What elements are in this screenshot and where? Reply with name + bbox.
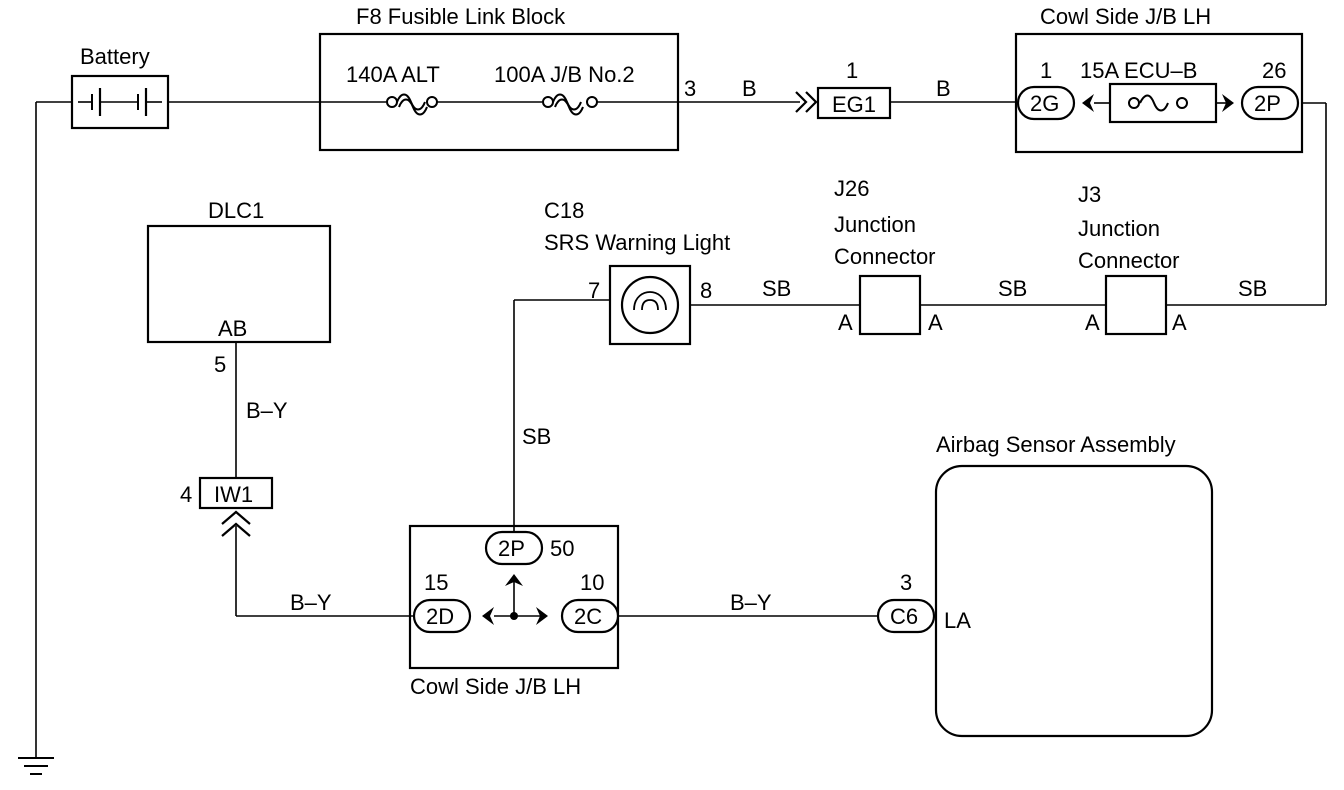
fusible-link-title: F8 Fusible Link Block [356,4,566,29]
dlc1-connector: DLC1 AB 5 [146,198,332,377]
wire-color-sb-4: SB [522,424,551,449]
eg1-box [816,86,892,120]
wire-color-sb-3: SB [762,276,791,301]
fusible-link-100a-icon [542,93,598,116]
j3-line2: Junction [1078,216,1160,241]
cowl-top-fuse-label: 15A ECU–B [1080,58,1197,83]
cowl-top-left-pin: 1 [1040,58,1052,83]
cowl-top-left-arrow-icon [1082,94,1094,112]
wire-color-by-2: B–Y [290,590,332,615]
wire-color-by-3: B–Y [730,590,772,615]
cowl-top-right-connector [1240,85,1300,121]
airbag-title: Airbag Sensor Assembly [936,432,1176,457]
j3-line3: Connector [1078,248,1180,273]
j26-term-left: A [838,310,853,335]
cowl-top-right-pin: 26 [1262,58,1286,83]
cowl-top-left-conn-label: 2G [1030,91,1059,116]
j26-junction-connector: J26 Junction Connector A A [834,176,943,336]
cowl-top-right-arrow-icon [1222,94,1234,112]
j3-box [1104,274,1168,336]
fusible-link-box [318,32,680,152]
eg1-connector: 1 EG1 [816,58,892,120]
fusible-link-140a-icon [386,93,438,116]
c18-pin-left: 7 [588,278,600,303]
warning-lamp-icon [620,275,680,335]
iw1-connector: 4 IW1 [180,476,274,537]
wire-color-b-2: B [936,76,951,101]
cowl-bottom-right-pin: 10 [580,570,604,595]
battery-icon [78,88,162,116]
dlc1-pin: 5 [214,352,226,377]
j3-junction-connector: J3 Junction Connector A A [1078,182,1187,336]
cowl-bottom-left-pin: 15 [424,570,448,595]
cowl-bottom-up-arrow-icon [505,574,523,586]
cowl-bottom-left-connector [412,598,472,634]
cowl-jb-bottom: Cowl Side J/B LH 2P 50 15 2D 10 2C [408,524,620,699]
wire-color-b-1: B [742,76,757,101]
iw1-box [198,476,274,510]
wire-color-by-1: B–Y [246,398,288,423]
fusible-link-pin: 3 [684,76,696,101]
eg1-connector-chevron-icon [795,91,818,113]
cowl-bottom-top-connector [484,530,544,566]
iw1-pin: 4 [180,482,192,507]
fuse-140a-label: 140A ALT [346,62,440,87]
j26-box [858,274,922,336]
iw1-label: IW1 [214,482,253,507]
fusible-link-block: F8 Fusible Link Block 140A ALT 100A J/B … [318,4,696,152]
dlc1-box [146,224,332,344]
j3-term-left: A [1085,310,1100,335]
j26-line2: Junction [834,212,916,237]
airbag-sensor-assembly: Airbag Sensor Assembly 3 C6 LA [876,432,1214,738]
c18-line1: C18 [544,198,584,223]
eg1-label: EG1 [832,92,876,117]
j26-line1: J26 [834,176,869,201]
cowl-jb-bottom-title: Cowl Side J/B LH [410,674,581,699]
cowl-bottom-top-pin: 50 [550,536,574,561]
airbag-box [934,464,1214,738]
battery: Battery [70,44,170,130]
cowl-top-right-conn-label: 2P [1254,91,1281,116]
airbag-terminal: LA [944,608,971,633]
airbag-conn-label: C6 [890,604,918,629]
c18-line2: SRS Warning Light [544,230,730,255]
airbag-pin: 3 [900,570,912,595]
wire-color-sb-1: SB [1238,276,1267,301]
eg1-pin: 1 [846,58,858,83]
cowl-bottom-top-conn-label: 2P [498,536,525,561]
ecu-b-fuse-box [1108,82,1218,124]
iw1-chevron-icon [221,510,251,537]
cowl-bottom-left-conn-label: 2D [426,604,454,629]
j3-line1: J3 [1078,182,1101,207]
battery-label: Battery [80,44,150,69]
airbag-connector [876,598,936,634]
c18-srs-warning-light: C18 SRS Warning Light 7 8 [544,198,730,346]
j26-term-right: A [928,310,943,335]
cowl-bottom-left-arrow-icon [482,607,494,625]
j26-line3: Connector [834,244,936,269]
c18-box [608,264,692,346]
wire-color-sb-2: SB [998,276,1027,301]
cowl-jb-bottom-box [408,524,620,670]
fuse-100a-label: 100A J/B No.2 [494,62,635,87]
cowl-bottom-right-conn-label: 2C [574,604,602,629]
cowl-bottom-right-arrow-icon [536,607,548,625]
cowl-top-left-connector [1016,85,1076,121]
dlc1-terminal: AB [218,316,247,341]
cowl-jb-top-box [1014,32,1304,154]
ecu-b-fuse-icon [1128,94,1188,112]
ground-icon [18,757,54,775]
cowl-jb-top-title: Cowl Side J/B LH [1040,4,1211,29]
j3-term-right: A [1172,310,1187,335]
dlc1-title: DLC1 [208,198,264,223]
c18-pin-right: 8 [700,278,712,303]
cowl-jb-top: Cowl Side J/B LH 1 15A ECU–B 26 2G 2P [1014,4,1304,154]
